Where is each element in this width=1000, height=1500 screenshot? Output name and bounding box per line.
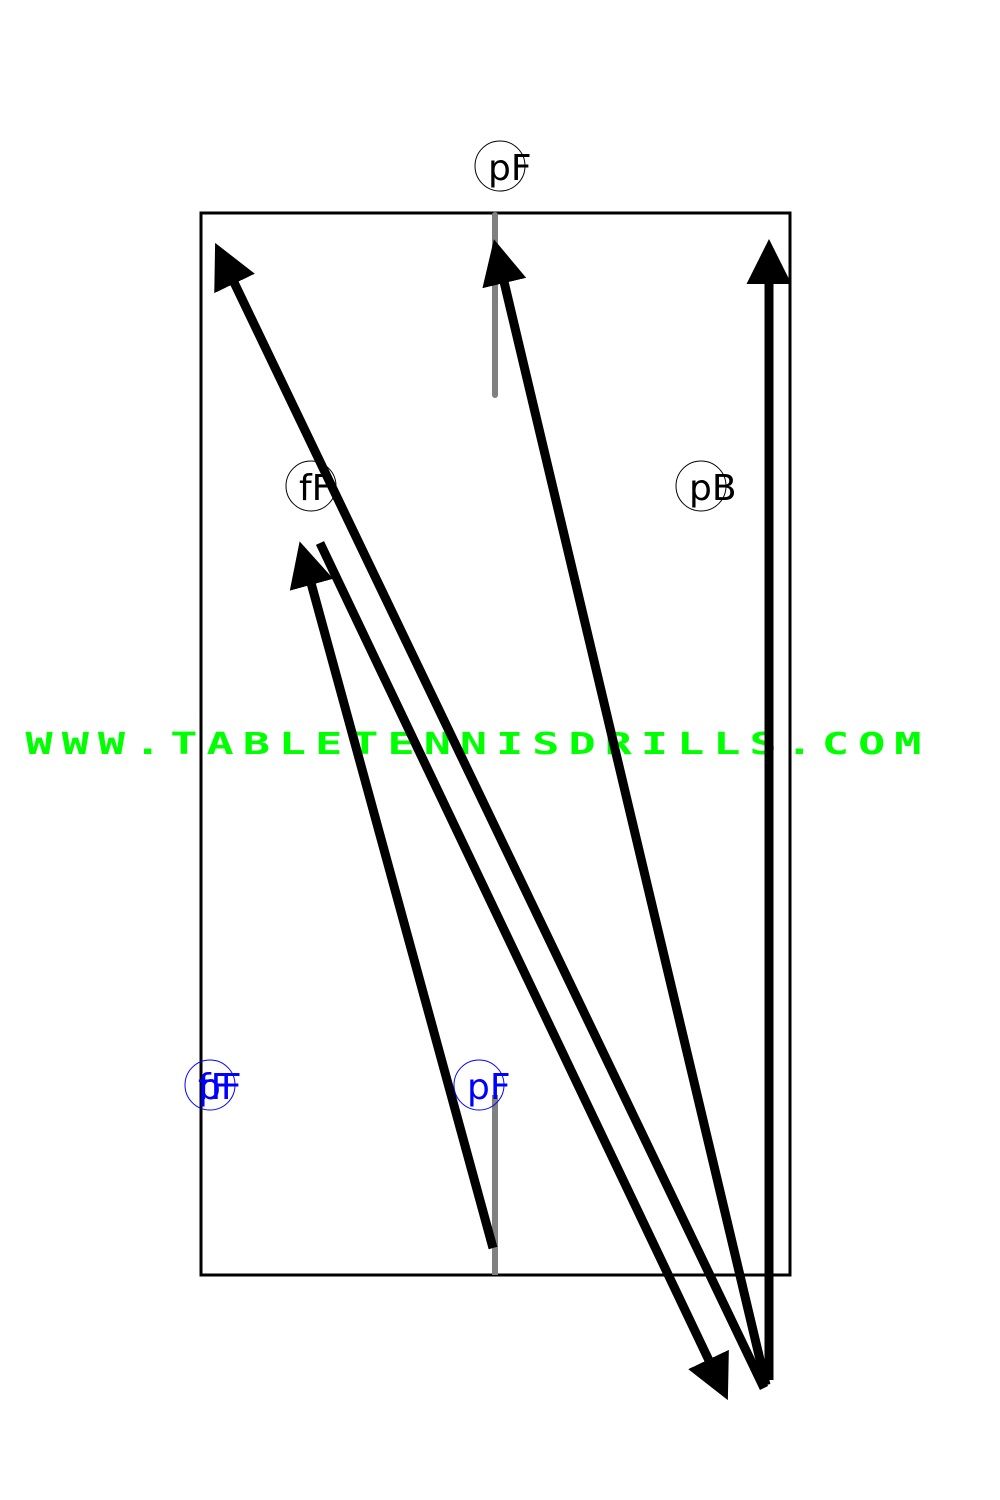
arrow-mid-to-bottom-right: [315, 541, 729, 1401]
label-mid-right: pB: [689, 468, 737, 509]
arrow-to-top-left: [214, 242, 769, 1390]
label-circle-mid-left: [285, 460, 337, 512]
label-player-left-a: pF: [198, 1067, 242, 1108]
label-top-opponent: pF: [488, 148, 532, 189]
stroke-arrows: [214, 239, 792, 1401]
label-circle-player-left: [184, 1059, 236, 1111]
label-player-left-b: fF: [198, 1067, 231, 1108]
label-circle-player-center: [453, 1059, 505, 1111]
label-circle-mid-right: [675, 460, 727, 512]
arrow-center-to-mid-left: [289, 541, 498, 1250]
watermark-text: WWW.TABLETENNISDRILLS.COM: [26, 727, 931, 762]
label-circle-top: [474, 140, 526, 192]
label-player-center: pF: [467, 1067, 511, 1108]
arrow-to-top-center: [482, 239, 771, 1387]
label-mid-left: fF: [299, 468, 332, 509]
